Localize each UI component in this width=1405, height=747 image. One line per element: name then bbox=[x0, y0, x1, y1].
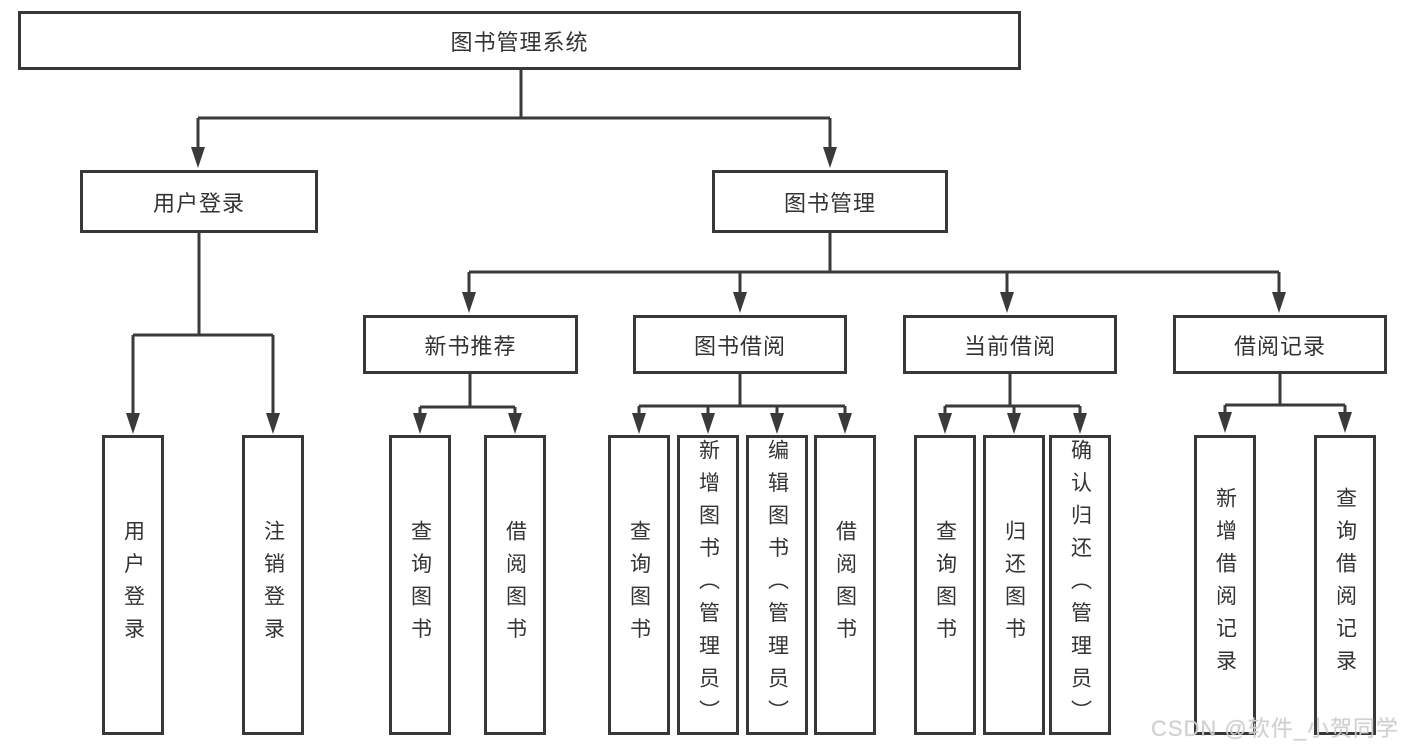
arrow-icon bbox=[632, 413, 646, 434]
leaf-logout: 注销登录 bbox=[242, 435, 304, 735]
node-borrow-records-label: 借阅记录 bbox=[1233, 333, 1326, 359]
node-current-borrow-label: 当前借阅 bbox=[963, 333, 1056, 359]
node-root: 图书管理系统 bbox=[18, 11, 1021, 70]
arrow-icon bbox=[126, 413, 140, 434]
leaf-query-books-current: 查询图书 bbox=[914, 435, 976, 735]
connector-book-management bbox=[467, 233, 1281, 295]
leaf-query-books-recommend: 查询图书 bbox=[389, 435, 451, 735]
arrow-icon bbox=[413, 413, 427, 434]
arrowheads bbox=[126, 147, 1352, 434]
node-new-book-recommend-label: 新书推荐 bbox=[424, 333, 517, 359]
arrow-icon bbox=[1272, 292, 1286, 313]
node-book-borrow: 图书借阅 bbox=[633, 315, 847, 374]
arrow-icon bbox=[508, 413, 522, 434]
node-current-borrow: 当前借阅 bbox=[903, 315, 1117, 374]
node-new-book-recommend: 新书推荐 bbox=[363, 315, 578, 374]
leaf-query-books-current-label: 查询图书 bbox=[933, 519, 957, 651]
leaf-query-books-borrow-label: 查询图书 bbox=[627, 519, 651, 651]
arrow-icon bbox=[266, 413, 280, 434]
leaf-query-books-borrow: 查询图书 bbox=[608, 435, 670, 735]
arrow-icon bbox=[1073, 413, 1087, 434]
leaf-borrow-books-recommend: 借阅图书 bbox=[484, 435, 546, 735]
connector-user-login bbox=[131, 233, 275, 416]
leaf-return-books: 归还图书 bbox=[983, 435, 1045, 735]
node-root-label: 图书管理系统 bbox=[450, 29, 589, 55]
node-book-borrow-label: 图书借阅 bbox=[693, 333, 786, 359]
leaf-add-borrow-record-label: 新增借阅记录 bbox=[1213, 487, 1237, 683]
arrow-icon bbox=[1000, 292, 1014, 313]
leaf-add-books-admin: 新增图书（管理员） bbox=[677, 435, 739, 735]
watermark-text: CSDN @软件_小贺同学 bbox=[1150, 716, 1399, 741]
leaf-edit-books-admin-label: 编辑图书（管理员） bbox=[765, 438, 789, 732]
connector-root bbox=[196, 70, 832, 150]
leaf-borrow-books-label: 借阅图书 bbox=[833, 519, 857, 651]
arrow-icon bbox=[1338, 412, 1352, 433]
arrow-icon bbox=[1007, 413, 1021, 434]
node-book-management: 图书管理 bbox=[712, 170, 948, 233]
connector-current-borrow bbox=[943, 374, 1082, 416]
leaf-borrow-books-recommend-label: 借阅图书 bbox=[503, 519, 527, 651]
node-borrow-records: 借阅记录 bbox=[1173, 315, 1387, 374]
leaf-borrow-books: 借阅图书 bbox=[814, 435, 876, 735]
leaf-confirm-return-admin-label: 确认归还（管理员） bbox=[1068, 438, 1092, 732]
node-book-management-label: 图书管理 bbox=[783, 190, 876, 216]
connector-book-borrow bbox=[637, 374, 847, 416]
arrow-icon bbox=[701, 413, 715, 434]
leaf-user-login-label: 用户登录 bbox=[121, 519, 145, 651]
arrow-icon bbox=[1218, 412, 1232, 433]
leaf-edit-books-admin: 编辑图书（管理员） bbox=[746, 435, 808, 735]
leaf-logout-label: 注销登录 bbox=[261, 519, 285, 651]
node-user-login-label: 用户登录 bbox=[152, 190, 245, 216]
connector-borrow-records bbox=[1223, 374, 1347, 415]
arrow-icon bbox=[191, 147, 205, 168]
leaf-user-login: 用户登录 bbox=[102, 435, 164, 735]
leaf-add-borrow-record: 新增借阅记录 bbox=[1194, 435, 1256, 735]
leaf-add-books-admin-label: 新增图书（管理员） bbox=[696, 438, 720, 732]
leaf-return-books-label: 归还图书 bbox=[1002, 519, 1026, 651]
node-user-login: 用户登录 bbox=[80, 170, 318, 233]
leaf-confirm-return-admin: 确认归还（管理员） bbox=[1049, 435, 1111, 735]
arrow-icon bbox=[823, 147, 837, 168]
arrow-icon bbox=[770, 413, 784, 434]
leaf-query-borrow-record: 查询借阅记录 bbox=[1314, 435, 1376, 735]
leaf-query-borrow-record-label: 查询借阅记录 bbox=[1333, 487, 1357, 683]
arrow-icon bbox=[938, 413, 952, 434]
arrow-icon bbox=[838, 413, 852, 434]
arrow-icon bbox=[462, 292, 476, 313]
connector-new-book-recommend bbox=[418, 374, 517, 416]
arrow-icon bbox=[733, 292, 747, 313]
leaf-query-books-recommend-label: 查询图书 bbox=[408, 519, 432, 651]
